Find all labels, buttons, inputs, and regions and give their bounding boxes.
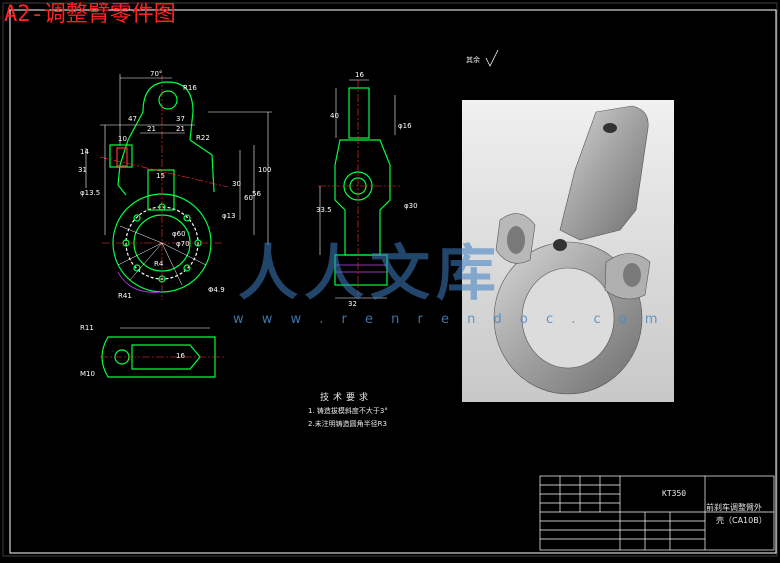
front-view-dimension-label: φ60	[172, 230, 186, 238]
front-view-dimension-label: R4	[154, 260, 164, 268]
tech-requirements-title: 技术要求	[320, 393, 373, 403]
front-view-dimension-label: R22	[196, 134, 210, 142]
front-dimensions	[85, 74, 272, 245]
side-view	[318, 80, 400, 295]
top-lug-outline	[142, 81, 194, 141]
front-view-dimension-label: 47	[128, 115, 137, 123]
front-view-dimension-label: φ13.5	[80, 189, 100, 197]
front-view	[99, 75, 229, 300]
front-view-dimension-label: 37	[176, 115, 185, 123]
front-view-dimension-label: Φ4.9	[208, 286, 225, 294]
watermark-logo-text: 人人文库	[238, 239, 502, 309]
front-view-dimension-label: R16	[183, 84, 197, 92]
arm-left-edge	[117, 111, 144, 196]
front-view-dimension-label: φ70	[176, 240, 190, 248]
front-view-dimension-label: R41	[118, 292, 132, 300]
drawing-code: KT350	[662, 489, 687, 498]
front-view-dimension-label: 30	[232, 180, 241, 188]
side-view-dimension-label: 16	[355, 71, 364, 79]
side-view-dimension-label: 33.5	[316, 206, 332, 214]
mid-window	[147, 169, 175, 211]
watermark-url: w w w . r e n r e n d o c . c o m	[233, 312, 665, 327]
render-left-boss-face	[507, 226, 525, 254]
part-name-line1: 前刹车调整臂外	[706, 503, 762, 512]
front-view-dimension-label: 21	[176, 125, 185, 133]
side-top-lug	[348, 87, 370, 139]
title-block	[539, 475, 775, 551]
front-view-dimension-label: φ13	[222, 212, 236, 220]
front-view-dimension-label: 10	[118, 135, 127, 143]
section-view-dimension-label: 16	[176, 352, 185, 360]
section-view	[100, 327, 225, 378]
part-name-line2: 壳（CA10B）	[716, 516, 767, 525]
bolt-hole	[133, 264, 141, 272]
drawing-frame	[9, 9, 777, 554]
render-top-hole	[603, 123, 617, 133]
bolt-hole	[133, 214, 141, 222]
section-outline	[101, 336, 216, 378]
front-view-dimension-label: 21	[147, 125, 156, 133]
render-arm	[559, 105, 649, 241]
side-view-dimension-label: 40	[330, 112, 339, 120]
front-view-dimension-label: 31	[78, 166, 87, 174]
front-view-dimension-label: 70°	[150, 70, 162, 78]
side-ring-section	[334, 254, 388, 286]
front-view-dimension-label: 60	[244, 194, 253, 202]
front-view-dimension-label: 15	[156, 172, 165, 180]
bolt-hole	[183, 214, 191, 222]
bolt-hole	[183, 264, 191, 272]
render-mid-hole	[553, 239, 567, 251]
side-view-dimension-label: φ30	[404, 202, 418, 210]
side-view-dimension-label: φ16	[398, 122, 412, 130]
render-ring-inner	[521, 267, 615, 369]
side-hatch	[335, 264, 387, 273]
tech-requirement-2: 2.未注明铸造圆角半径R3	[308, 420, 387, 428]
tech-requirement-1: 1. 铸造拔模斜度不大于3°	[308, 407, 388, 415]
drawing-title: A2-调整臂零件图	[4, 2, 176, 27]
front-view-dimension-label: 56	[252, 190, 261, 198]
section-slot	[131, 344, 201, 370]
top-lug-hole	[158, 90, 178, 110]
render-panel	[462, 100, 674, 402]
side-dimensions	[319, 79, 396, 299]
render-right-boss-face	[623, 263, 641, 287]
section-view-dimension-label: R11	[80, 324, 94, 332]
roughness-note: 其余	[466, 56, 480, 64]
section-view-dimension-label: M10	[80, 370, 95, 378]
left-boss-center	[116, 147, 128, 167]
arm-center-line	[99, 156, 229, 188]
radial-lines	[117, 225, 207, 286]
front-view-dimension-label: 100	[258, 166, 271, 174]
ring-hatch	[117, 271, 163, 293]
arm-right-edge	[189, 139, 215, 193]
roughness-symbol	[485, 49, 499, 67]
side-view-dimension-label: 32	[348, 300, 357, 308]
front-view-dimension-label: 14	[80, 148, 89, 156]
left-boss	[109, 144, 133, 168]
